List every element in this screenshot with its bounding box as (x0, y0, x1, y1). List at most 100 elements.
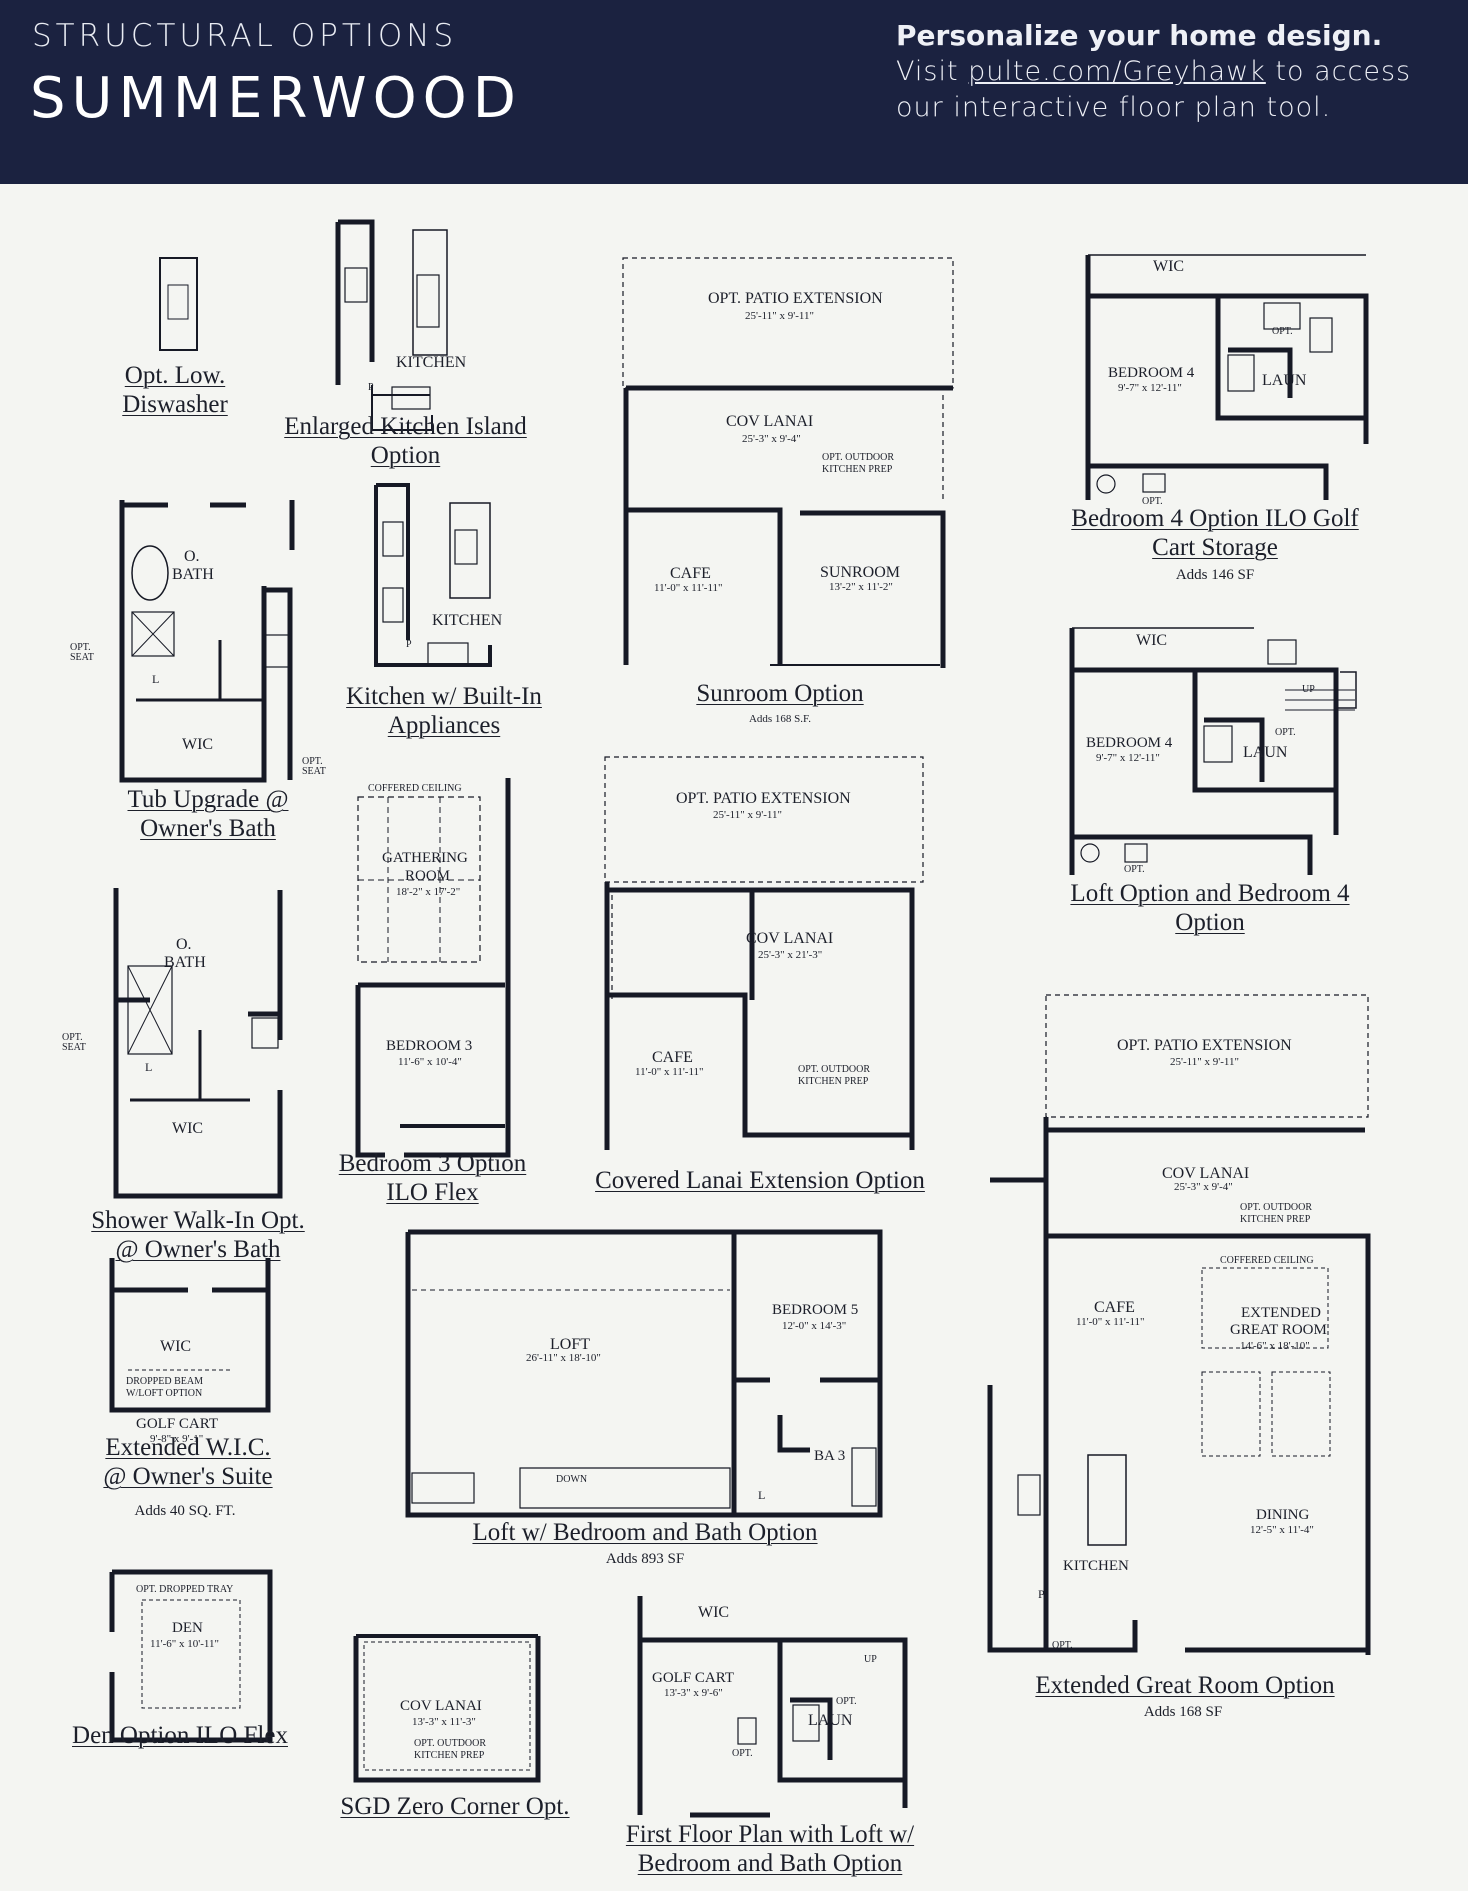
room-label: OPT. OUTDOOR (1240, 1202, 1313, 1213)
room-label: COV LANAI (746, 930, 834, 947)
caption-line: SGD Zero Corner Opt. (340, 1793, 570, 1820)
room-label: OPT. (70, 642, 91, 653)
room-label: O. (184, 548, 200, 565)
room-label: OPT. (732, 1748, 753, 1759)
enlarged-island-caption: Enlarged Kitchen Island Option (268, 412, 543, 470)
room-label: KITCHEN (432, 612, 503, 629)
caption-line: Option (370, 442, 441, 469)
room-dim: 11'-6" x 10'-4" (398, 1056, 462, 1068)
room-label: OPT. OUTDOOR (414, 1738, 487, 1749)
sunroom-plan (622, 257, 954, 668)
room-label: OPT. PATIO EXTENSION (708, 290, 883, 307)
room-label: BEDROOM 3 (386, 1038, 473, 1054)
visit-suffix: to access (1265, 56, 1412, 87)
caption-line: Opt. Low. (124, 362, 226, 389)
room-label: LAUN (808, 1712, 853, 1729)
room-label: ROOM (405, 868, 451, 884)
room-dim: 25'-11" x 9'-11" (713, 809, 782, 821)
caption-line: Den Option ILO Flex (72, 1722, 288, 1749)
room-label: OPT. (302, 756, 323, 767)
caption-line: Loft Option and Bedroom 4 (1070, 880, 1350, 907)
room-label: WIC (160, 1338, 192, 1355)
room-label: SUNROOM (820, 564, 901, 581)
room-label: LOFT (550, 1336, 590, 1353)
room-dim: 14'-6" x 18'-10" (1240, 1340, 1310, 1352)
room-label: WIC (1136, 632, 1168, 649)
builtin-plan (374, 483, 492, 667)
room-label: P (406, 639, 412, 650)
room-label: CAFE (1094, 1299, 1135, 1316)
room-label: WIC (698, 1604, 730, 1621)
room-dim: 12'-5" x 11'-4" (1250, 1524, 1314, 1536)
caption-line: Kitchen w/ Built-In (346, 683, 542, 710)
caption-line: Enlarged Kitchen Island (284, 413, 527, 440)
room-dim: 12'-0" x 14'-3" (782, 1320, 847, 1332)
room-label: P (1038, 1587, 1045, 1601)
room-label: LAUN (1243, 744, 1288, 761)
room-label: GOLF CART (652, 1670, 735, 1686)
room-label: WIC (1153, 258, 1185, 275)
room-label: OPT. OUTDOOR (822, 452, 895, 463)
den-caption: Den Option ILO Flex (60, 1721, 300, 1750)
sgd-plan (353, 1634, 541, 1783)
first-floor-caption: First Floor Plan with Loft w/ Bedroom an… (600, 1820, 940, 1878)
room-dim: 11'-6" x 10'-11" (150, 1638, 219, 1650)
room-dim: 9'-8" x 9'-1" (150, 1433, 204, 1445)
room-label: KITCHEN PREP (822, 464, 893, 475)
room-label: COV LANAI (400, 1698, 482, 1714)
tub-upgrade-plan (119, 500, 295, 783)
extended-wic-plan (109, 1258, 271, 1413)
room-label: EXTENDED (1241, 1305, 1321, 1321)
bedroom3-caption: Bedroom 3 Option ILO Flex (330, 1149, 535, 1207)
room-label: OPT. OUTDOOR (798, 1064, 871, 1075)
room-label: LAUN (1262, 372, 1307, 389)
enlarged-island-plan (335, 219, 448, 431)
room-label: BA 3 (814, 1448, 846, 1464)
options-sheet: Opt. Low. Diswasher Enlarged Kitchen Isl… (0, 184, 1468, 1891)
extended-wic-caption: Extended W.I.C. @ Owner's Suite (88, 1433, 288, 1491)
caption-line: Option (1175, 909, 1245, 936)
caption-line: Shower Walk-In Opt. (91, 1207, 305, 1234)
pulte-link[interactable]: pulte.com/Greyhawk (968, 56, 1266, 87)
caption-line: Extended W.I.C. (105, 1434, 271, 1461)
room-dim: 25'-3" x 21'-3" (758, 949, 823, 961)
room-label: UP (864, 1654, 877, 1665)
header-title: SUMMERWOOD (30, 66, 522, 131)
caption-line: Covered Lanai Extension Option (595, 1167, 925, 1194)
room-label: P (368, 382, 374, 393)
caption-line: Extended Great Room Option (1035, 1672, 1335, 1699)
first-floor-plan (637, 1596, 908, 1818)
room-label: L (758, 1488, 766, 1502)
caption-line: First Floor Plan with Loft w/ (625, 1821, 915, 1848)
caption-line: Bedroom 4 Option ILO Golf (1071, 505, 1359, 532)
room-label: L (145, 1060, 153, 1074)
room-label: CAFE (670, 565, 711, 582)
bedroom4-golf-caption: Bedroom 4 Option ILO Golf Cart Storage (1050, 504, 1380, 562)
room-dim: 26'-11" x 18'-10" (526, 1352, 601, 1364)
caption-line: Bedroom 3 Option (338, 1150, 527, 1177)
caption-line: @ Owner's Suite (103, 1463, 273, 1490)
room-label: COV LANAI (726, 413, 814, 430)
room-dim: 25'-3" x 9'-4" (1174, 1181, 1233, 1193)
room-label: OPT. DROPPED TRAY (136, 1584, 234, 1595)
room-label: WIC (182, 736, 214, 753)
room-label: KITCHEN PREP (798, 1076, 869, 1087)
great-room-adds: Adds 168 SF (1143, 1704, 1223, 1720)
caption-line: Tub Upgrade @ (127, 786, 289, 813)
room-label: DROPPED BEAM (126, 1376, 203, 1387)
visit-prefix: Visit (896, 56, 969, 87)
caption-line: @ Owner's Bath (115, 1236, 281, 1263)
room-label: GATHERING (382, 850, 468, 866)
room-label: COFFERED CEILING (368, 783, 462, 794)
bedroom3-plan (355, 778, 511, 1158)
room-dim: 25'-3" x 9'-4" (742, 433, 801, 445)
room-label: SEAT (302, 766, 326, 777)
sgd-caption: SGD Zero Corner Opt. (325, 1792, 585, 1821)
caption-line: Owner's Bath (140, 815, 276, 842)
room-label: OPT. (1142, 496, 1163, 507)
room-label: KITCHEN PREP (1240, 1214, 1311, 1225)
lanai-ext-caption: Covered Lanai Extension Option (580, 1166, 940, 1195)
loft-bed-bath-plan (405, 1229, 883, 1518)
bedroom4-golf-adds: Adds 146 SF (1175, 567, 1255, 583)
loft-bed-bath-adds: Adds 893 SF (605, 1551, 685, 1567)
